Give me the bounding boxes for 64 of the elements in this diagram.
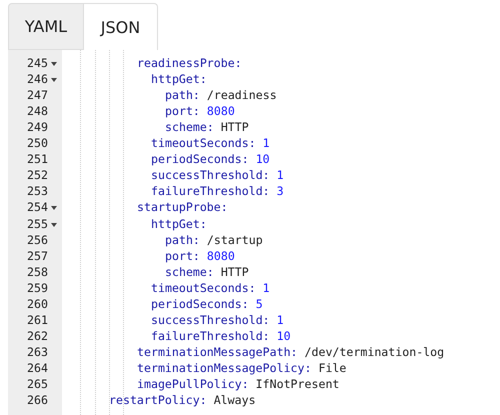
line-number: 265 [26,376,48,392]
line-number: 264 [26,360,48,376]
yaml-value: 10 [276,328,291,344]
yaml-key: successThreshold: [151,312,270,328]
line-number: 261 [26,312,48,328]
yaml-value: 3 [276,183,284,200]
yaml-key: path: [165,87,200,104]
yaml-value: /startup [206,232,263,248]
yaml-value: 1 [276,312,284,328]
yaml-value: Always [214,392,256,408]
yaml-value: 1 [262,280,270,296]
line-number: 266 [26,392,48,408]
yaml-value: HTTP [220,264,249,280]
yaml-key: imagePullPolicy: [137,376,249,392]
yaml-key: periodSeconds: [151,296,249,312]
yaml-key: port: [165,103,200,120]
line-number: 248 [26,103,48,120]
yaml-key: path: [165,232,200,248]
line-number: 257 [26,248,48,264]
line-number: 252 [26,167,48,184]
yaml-key: periodSeconds: [151,151,249,168]
line-number: 247 [26,87,48,104]
yaml-key: timeoutSeconds: [151,280,256,296]
yaml-value: 8080 [206,248,235,264]
yaml-key: failureThreshold: [151,328,270,344]
line-number: 262 [26,328,48,344]
line-number: 263 [26,344,48,360]
tab-button: JSON [83,3,158,50]
yaml-key: readinessProbe: [137,55,242,71]
yaml-key: port: [165,248,200,264]
line-number: 260 [26,296,48,312]
line-number: 255 [26,216,48,232]
yaml-key: terminationMessagePath: [137,344,298,360]
line-number: 250 [26,135,48,152]
yaml-key: httpGet: [151,71,207,88]
line-number: 256 [26,232,48,248]
yaml-key: timeoutSeconds: [151,135,256,152]
yaml-value: 1 [262,135,270,152]
line-number: 258 [26,264,48,280]
yaml-key: restartPolicy: [109,392,207,408]
line-number: 245 [26,55,48,71]
yaml-value: 5 [256,296,263,312]
yaml-value: HTTP [220,119,249,136]
yaml-key: httpGet: [151,216,207,232]
line-number: 253 [26,183,48,200]
yaml-value: 10 [256,151,270,168]
yaml-key: scheme: [165,119,214,136]
line-number: 254 [26,199,48,216]
yaml-key: failureThreshold: [151,183,270,200]
yaml-value: /readiness [206,87,277,104]
yaml-key: startupProbe: [137,199,228,216]
line-number: 259 [26,280,48,296]
yaml-value: 1 [276,167,284,184]
yaml-value: 8080 [206,103,235,120]
yaml-key: scheme: [165,264,214,280]
yaml-key: terminationMessagePolicy: [137,360,312,376]
line-number: 249 [26,119,48,136]
tab-button: YAML [8,3,84,50]
yaml-value: IfNotPresent [256,376,340,392]
line-number: 246 [26,71,48,88]
yaml-value: File [318,360,346,376]
line-number: 251 [26,151,48,168]
yaml-value: /dev/termination-log [304,344,444,360]
yaml-key: successThreshold: [151,167,270,184]
